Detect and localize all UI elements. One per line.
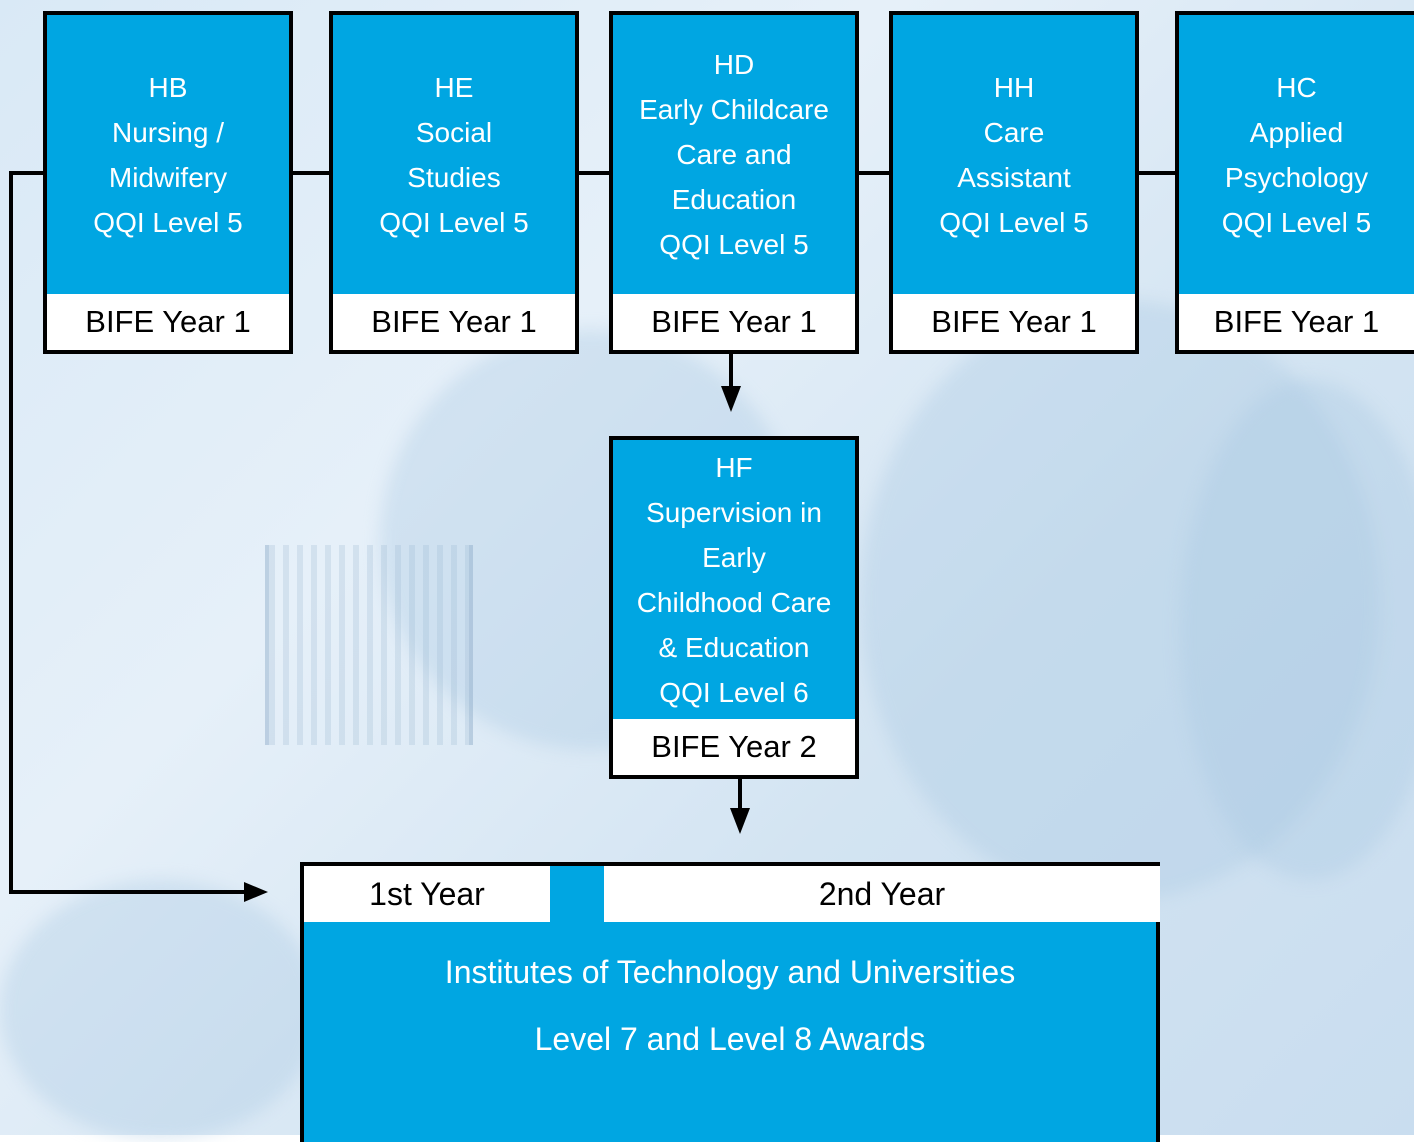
course-title: HH Care Assistant QQI Level 5 [893, 15, 1135, 294]
year-1-label: 1st Year [304, 866, 550, 922]
course-title: HD Early Childcare Care and Education QQ… [613, 15, 855, 294]
background-shape [860, 300, 1380, 900]
course-name: Midwifery [108, 161, 228, 193]
course-name: Psychology [1224, 161, 1369, 193]
course-code: HC [1276, 71, 1317, 103]
course-code: HB [148, 71, 188, 103]
course-title: HE Social Studies QQI Level 5 [333, 15, 575, 294]
year-2-label: 2nd Year [604, 866, 1160, 922]
course-code: HE [434, 71, 474, 103]
destination-awards: Level 7 and Level 8 Awards [534, 1021, 926, 1057]
course-name: Studies [407, 161, 501, 193]
course-name: Childhood Care [636, 586, 832, 618]
course-year-label: BIFE Year 1 [1179, 294, 1414, 350]
course-title: HC Applied Psychology QQI Level 5 [1179, 15, 1414, 294]
course-level: QQI Level 5 [939, 206, 1089, 238]
arrowhead-down-icon [721, 386, 741, 412]
course-level: QQI Level 6 [659, 676, 809, 708]
course-box-hb: HB Nursing / Midwifery QQI Level 5 BIFE … [43, 11, 293, 354]
course-box-he: HE Social Studies QQI Level 5 BIFE Year … [329, 11, 579, 354]
course-level: QQI Level 5 [659, 229, 809, 260]
course-level: QQI Level 5 [93, 206, 243, 238]
abacus-decoration [265, 545, 473, 745]
course-name: Care and [676, 139, 792, 170]
course-code: HF [715, 451, 753, 483]
background-shape [1180, 380, 1414, 880]
course-box-hh: HH Care Assistant QQI Level 5 BIFE Year … [889, 11, 1139, 354]
course-title: HB Nursing / Midwifery QQI Level 5 [47, 15, 289, 294]
course-name: Assistant [957, 161, 1071, 193]
course-year-label: BIFE Year 1 [333, 294, 575, 350]
course-box-hf: HF Supervision in Early Childhood Care &… [609, 436, 859, 779]
course-name: Education [671, 184, 797, 215]
course-year-label: BIFE Year 1 [47, 294, 289, 350]
course-title: HF Supervision in Early Childhood Care &… [613, 440, 855, 719]
course-level: QQI Level 5 [379, 206, 529, 238]
course-name: Applied [1249, 116, 1344, 148]
course-name: Nursing / [111, 116, 225, 148]
course-code: HH [993, 71, 1035, 103]
course-box-hc: HC Applied Psychology QQI Level 5 BIFE Y… [1175, 11, 1414, 354]
destination-box: 1st Year 2nd Year Institutes of Technolo… [300, 862, 1160, 1142]
arrowhead-right-icon [244, 882, 268, 902]
course-level: QQI Level 5 [1221, 206, 1372, 238]
course-year-label: BIFE Year 1 [893, 294, 1135, 350]
course-name: Care [983, 116, 1045, 148]
course-code: HD [713, 49, 755, 80]
course-name: & Education [658, 631, 810, 663]
course-name: Social [415, 116, 493, 148]
background-shape [0, 880, 320, 1140]
course-year-label: BIFE Year 2 [613, 719, 855, 775]
course-name: Early Childcare [639, 94, 829, 125]
arrowhead-down-icon [730, 808, 750, 834]
course-year-label: BIFE Year 1 [613, 294, 855, 350]
destination-institutions: Institutes of Technology and Universitie… [444, 954, 1016, 990]
course-name: Supervision in [646, 496, 822, 528]
course-box-hd: HD Early Childcare Care and Education QQ… [609, 11, 859, 354]
course-name: Early [702, 541, 766, 573]
